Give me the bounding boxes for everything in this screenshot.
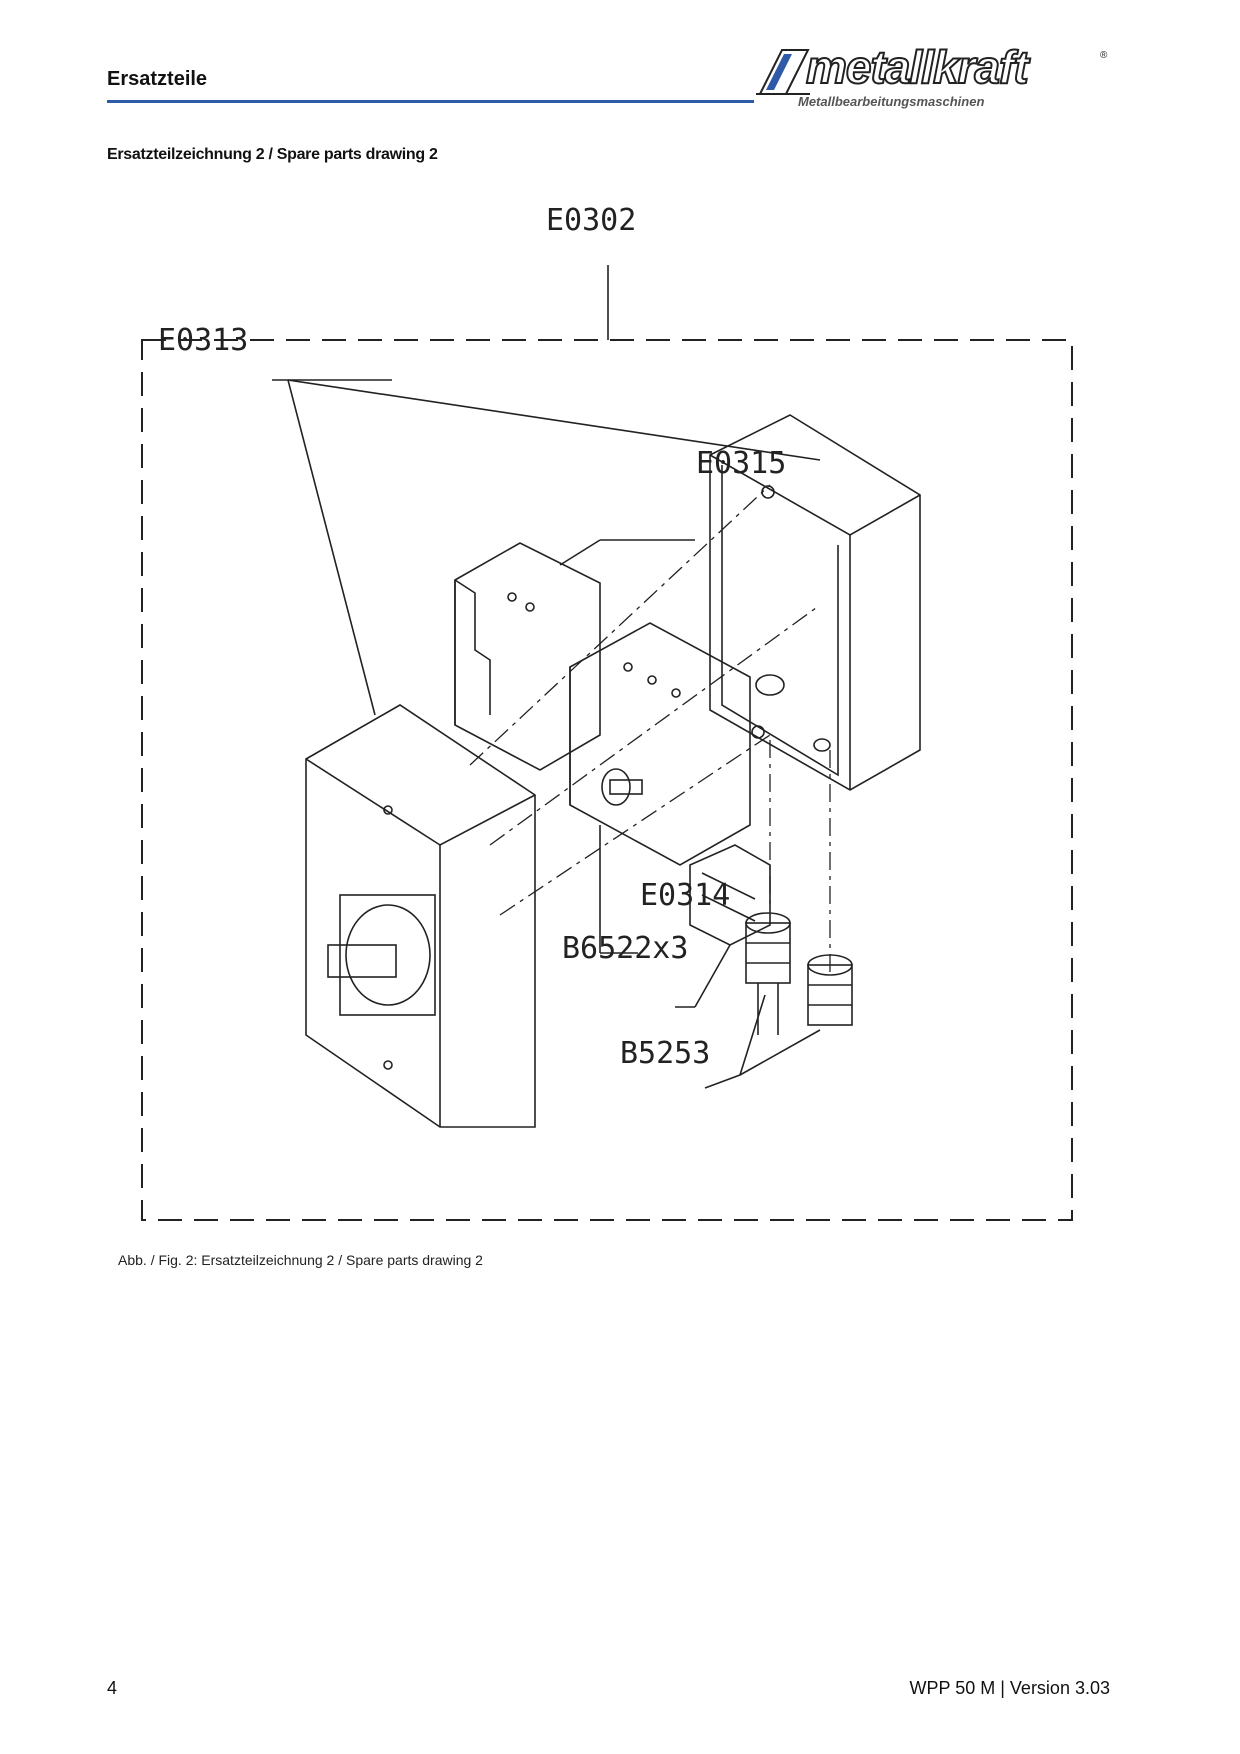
- registered-mark: ®: [1100, 50, 1108, 61]
- terminal-part: [675, 844, 771, 1008]
- label-E0314: E0314: [640, 878, 730, 913]
- header-rule: [107, 100, 754, 103]
- brand-tagline: Metallbearbeitungsmaschinen: [798, 94, 985, 109]
- brand-wordmark: metallkraft: [805, 40, 1030, 94]
- label-B5253: B5253: [620, 1036, 710, 1071]
- label-B6522x3: B6522x3: [562, 931, 688, 966]
- figure-caption: Abb. / Fig. 2: Ersatzteilzeichnung 2 / S…: [118, 1252, 483, 1268]
- spare-parts-drawing: E0302 E0313 E0315 E0314 B6522x3 B5253: [141, 205, 1073, 1221]
- enclosure-box: [709, 414, 921, 791]
- assembly-frame: [141, 339, 1073, 1221]
- contactor-part: [454, 539, 695, 771]
- cable-gland-right: [807, 954, 853, 1026]
- section-heading: Ersatzteilzeichnung 2 / Spare parts draw…: [107, 146, 438, 163]
- document-version: WPP 50 M | Version 3.03: [909, 1678, 1110, 1698]
- cable-gland-left: [745, 912, 791, 1035]
- label-E0315: E0315: [696, 446, 786, 481]
- page-header-title: Ersatzteile: [107, 68, 208, 90]
- label-E0313: E0313: [158, 323, 248, 358]
- brand-logo: metallkraft ® Metallbearbeitungsmaschine…: [752, 40, 1112, 114]
- motor-switch-part: [569, 622, 751, 954]
- page-number: 4: [107, 1678, 118, 1698]
- brand-mark-icon: [756, 49, 810, 95]
- housing-cover: [305, 704, 536, 1128]
- label-E0302: E0302: [546, 205, 636, 238]
